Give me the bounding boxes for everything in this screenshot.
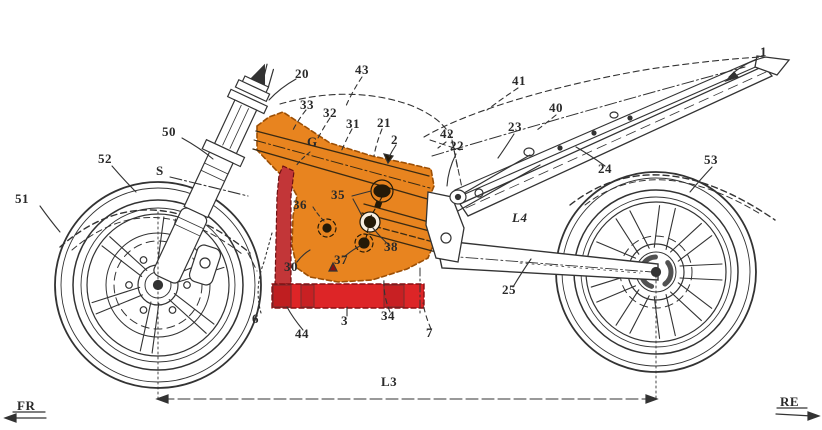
seat-outline bbox=[423, 56, 763, 157]
pointer-triangle-bottom bbox=[328, 261, 338, 272]
fork-slider bbox=[153, 207, 208, 284]
ref-label-22: 22 bbox=[450, 138, 464, 153]
subframe bbox=[451, 55, 791, 217]
ref-label-g: G bbox=[307, 134, 318, 149]
ref-label-51: 51 bbox=[15, 191, 29, 206]
ref-label-38: 38 bbox=[384, 239, 398, 254]
dim-label-l4: L4 bbox=[512, 210, 528, 225]
ref-label-41: 41 bbox=[512, 73, 526, 88]
ref-label-40: 40 bbox=[549, 100, 563, 115]
ref-label-50: 50 bbox=[162, 124, 176, 139]
front-fender bbox=[59, 209, 258, 272]
front-axle bbox=[152, 279, 164, 291]
rear-fender bbox=[569, 174, 776, 221]
direction-label-fr: FR bbox=[17, 398, 36, 413]
ref-label-25: 25 bbox=[502, 282, 516, 297]
ref-label-43: 43 bbox=[355, 62, 369, 77]
dim-label-l3: L3 bbox=[381, 374, 398, 389]
ref-label-34: 34 bbox=[381, 308, 395, 323]
front-fork bbox=[153, 63, 275, 284]
ref-label-35: 35 bbox=[331, 187, 345, 202]
ref-label-6: 6 bbox=[252, 311, 259, 326]
ref-label-30: 30 bbox=[284, 259, 298, 274]
ref-label-36: 36 bbox=[293, 197, 307, 212]
ref-label-1: 1 bbox=[760, 44, 767, 59]
swingarm bbox=[435, 239, 659, 281]
front-brake-caliper bbox=[188, 244, 222, 286]
engine-mount-points bbox=[317, 179, 394, 253]
ref-label-32: 32 bbox=[323, 105, 337, 120]
ref-label-44: 44 bbox=[295, 326, 309, 341]
ref-label-7: 7 bbox=[426, 325, 433, 340]
ref-label-31: 31 bbox=[346, 116, 360, 131]
ref-label-52: 52 bbox=[98, 151, 112, 166]
re-direction-arrow bbox=[775, 407, 821, 421]
rear-axle bbox=[650, 266, 662, 278]
leader-lines bbox=[39, 56, 767, 331]
ref-label-53: 53 bbox=[704, 152, 718, 167]
dimension-line-l3 bbox=[155, 211, 659, 404]
ref-label-24: 24 bbox=[598, 161, 612, 176]
ref-label-33: 33 bbox=[300, 97, 314, 112]
pointer-triangle-2 bbox=[382, 153, 395, 165]
fr-direction-arrow bbox=[3, 411, 47, 423]
ref-label-20: 20 bbox=[295, 66, 309, 81]
direction-label-re: RE bbox=[780, 394, 800, 409]
ref-label-s: S bbox=[156, 163, 164, 178]
ref-label-2: 2 bbox=[391, 132, 398, 147]
ref-label-42: 42 bbox=[440, 126, 454, 141]
rear-wheel-spokes bbox=[590, 205, 723, 339]
ref-label-23: 23 bbox=[508, 119, 522, 134]
undercowl-highlight-bar bbox=[271, 267, 425, 315]
ref-label-37: 37 bbox=[334, 252, 348, 267]
tank-cover-outline bbox=[279, 93, 463, 189]
frame-pivot-bracket bbox=[425, 188, 484, 263]
ref-label-3: 3 bbox=[341, 313, 348, 328]
ref-label-21: 21 bbox=[377, 115, 391, 130]
